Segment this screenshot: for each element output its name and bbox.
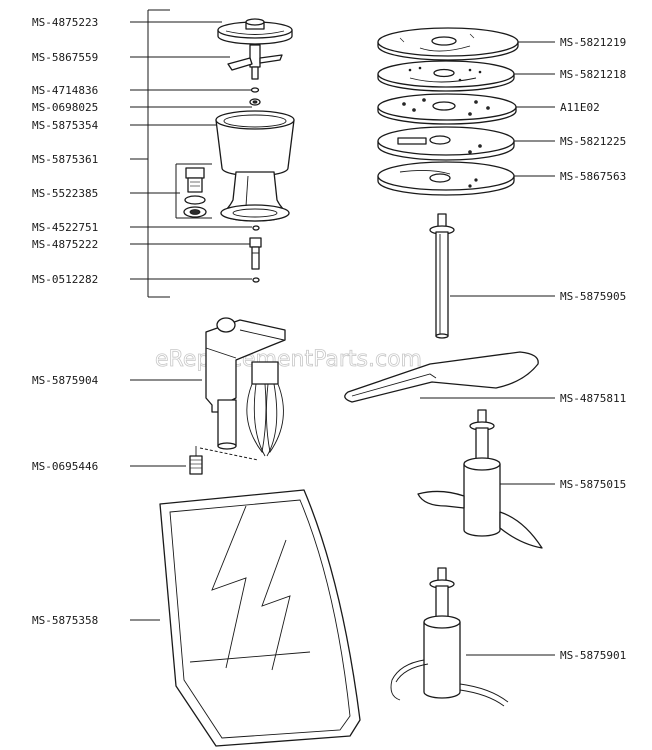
label-ms-5875904: MS-5875904 [32,374,99,387]
chopping-blade [417,409,543,549]
right-leader-lines [420,41,555,656]
label-ms-5867559: MS-5867559 [32,51,98,64]
label-ms-4875223: MS-4875223 [32,16,98,29]
dough-blade [390,567,509,707]
drive-pin [249,237,262,270]
nut-small [252,277,260,283]
slicing-disc-1 [377,27,519,61]
bowl-body [215,110,295,222]
label-ms-5875905: MS-5875905 [560,290,626,303]
disc-shaft [429,213,455,339]
slicing-disc-5 [377,161,515,196]
left-labels: MS-4875223 MS-5867559 MS-4714836 MS-0698… [32,16,99,627]
label-ms-5821225: MS-5821225 [560,135,626,148]
spatula [344,351,539,403]
whisk-attachment [199,317,286,461]
label-ms-4875222: MS-4875222 [32,238,98,251]
left-leader-lines [130,21,252,621]
label-ms-5867563: MS-5867563 [560,170,626,183]
coupler-small [189,446,203,475]
label-ms-5875358: MS-5875358 [32,614,98,627]
label-ms-4522751: MS-4522751 [32,221,98,234]
coupling-set [175,163,212,219]
label-ms-5821219: MS-5821219 [560,36,626,49]
label-ms-5522385: MS-5522385 [32,187,98,200]
label-ms-0512282: MS-0512282 [32,273,98,286]
grating-disc-2 [377,60,515,92]
watermark-text: eReplacementParts.com [155,347,422,372]
label-ms-5875015: MS-5875015 [560,478,626,491]
label-ms-0698025: MS-0698025 [32,101,98,114]
small-ring-b-hole [252,100,258,104]
label-ms-5821218: MS-5821218 [560,68,626,81]
grating-disc-3 [377,93,517,125]
label-ms-5875361: MS-5875361 [32,153,98,166]
julienne-disc-4 [377,126,515,161]
cover-housing [159,489,361,747]
label-ms-4875811: MS-4875811 [560,392,626,405]
small-ring-a [250,87,260,93]
label-a11e02: A11E02 [560,101,600,114]
washer-small [252,225,260,231]
small-blade [227,44,283,80]
label-ms-4714836: MS-4714836 [32,84,98,97]
label-ms-0695446: MS-0695446 [32,460,98,473]
right-labels: MS-5821219 MS-5821218 A11E02 MS-5821225 … [560,36,626,662]
assembly-bracket [147,9,170,298]
lid-cap [217,18,293,45]
label-ms-5875354: MS-5875354 [32,119,99,132]
label-ms-5875901: MS-5875901 [560,649,626,662]
